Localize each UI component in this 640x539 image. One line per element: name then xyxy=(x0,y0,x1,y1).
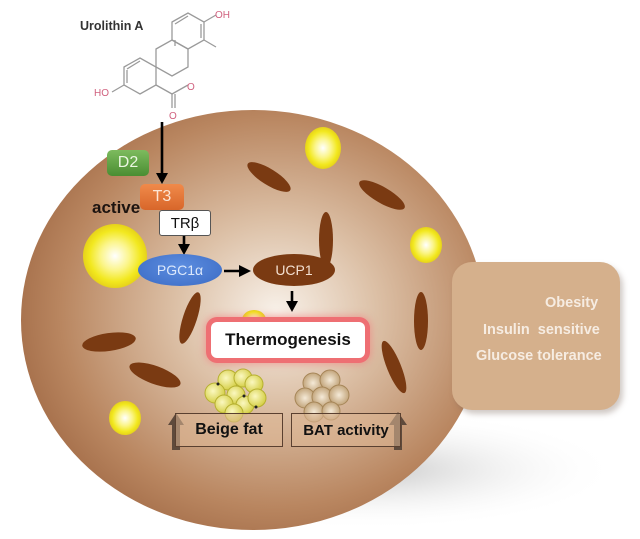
mitochondrion xyxy=(319,212,333,268)
compound-name-label: Urolithin A xyxy=(80,19,144,33)
urolithin-a-structure xyxy=(111,12,217,108)
beige-fat-label-box: Beige fat xyxy=(175,413,283,447)
lipid-droplet xyxy=(305,127,341,169)
t3-hormone-badge: T3 xyxy=(140,184,184,210)
lipid-droplet xyxy=(410,227,442,263)
thermogenesis-box: Thermogenesis xyxy=(211,322,365,358)
lipid-droplet xyxy=(109,401,141,435)
arrowhead xyxy=(156,173,168,184)
mitochondrion xyxy=(359,180,405,210)
effect-insulin-sensitive: Insulin sensitive xyxy=(483,322,600,338)
pgc1a-node: PGC1α xyxy=(138,254,222,286)
pathway-arrows xyxy=(156,122,298,312)
hydroxyl-left-label: HO xyxy=(94,88,109,99)
bat-activity-label-box: BAT activity xyxy=(291,413,401,447)
ucp1-node: UCP1 xyxy=(253,254,335,286)
mitochondrion xyxy=(129,362,181,388)
arrowhead xyxy=(178,244,190,255)
effect-obesity: Obesity xyxy=(545,295,599,311)
effect-glucose-tolerance: Glucose tolerance xyxy=(476,348,602,364)
hydroxyl-top-label: OH xyxy=(215,10,230,21)
mitochondrion xyxy=(414,292,428,350)
mitochondrion xyxy=(82,332,136,352)
lipid-droplet xyxy=(83,224,147,288)
mitochondrion xyxy=(381,340,407,394)
mitochondrion xyxy=(179,292,201,344)
metabolic-effects-panel xyxy=(452,262,620,410)
arrowhead xyxy=(239,265,251,277)
brown-fat-cells xyxy=(294,369,350,423)
arrowhead xyxy=(286,301,298,312)
active-label: active xyxy=(92,198,141,217)
carbonyl-oxygen-label: O xyxy=(169,111,177,122)
trb-receptor-box: TRβ xyxy=(159,210,211,236)
mitochondrion xyxy=(247,162,291,192)
ring-oxygen-label: O xyxy=(187,82,195,93)
d2-enzyme-badge: D2 xyxy=(107,150,149,176)
